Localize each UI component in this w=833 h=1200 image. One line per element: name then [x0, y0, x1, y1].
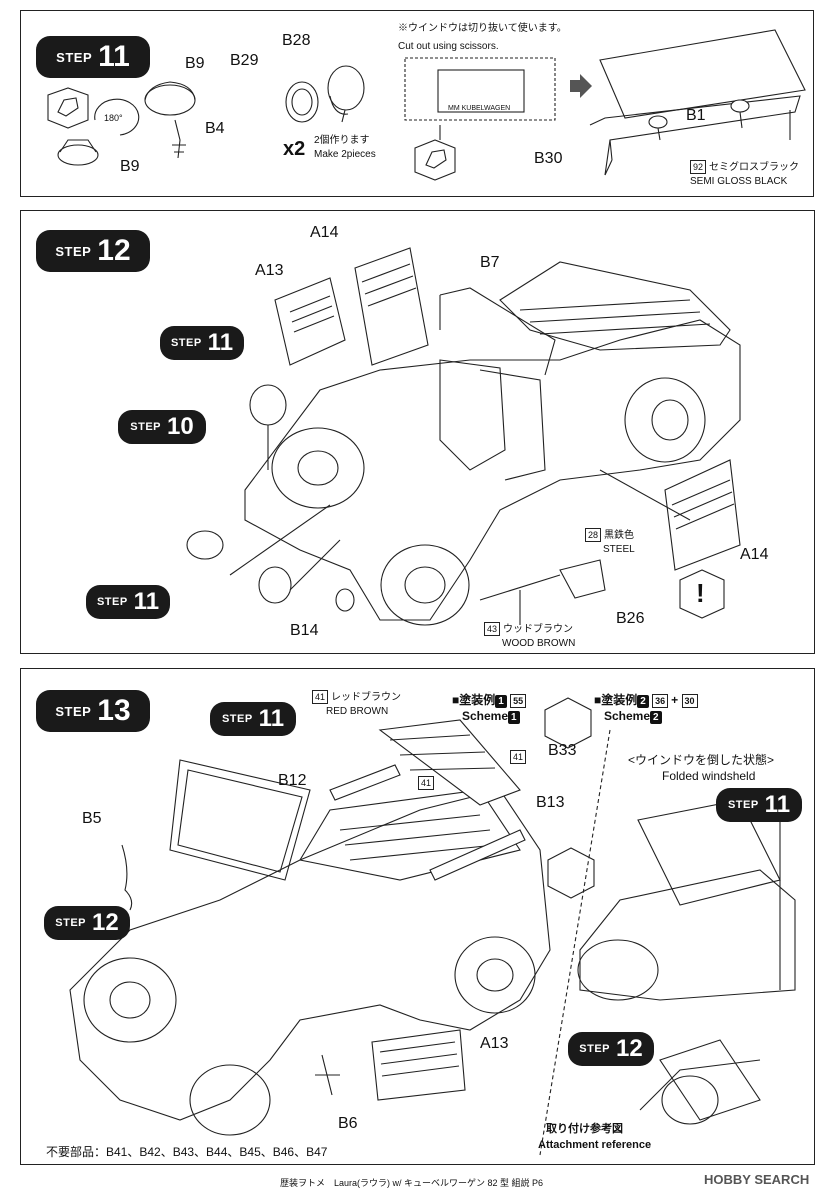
paint-tag-41-a: 41 — [510, 750, 529, 765]
paint-tag-41-b: 41 — [418, 776, 437, 791]
attachment-reference-jp: 取り付け参考図 — [546, 1123, 623, 1135]
part-label-b9-top: B9 — [185, 55, 205, 72]
folded-windshield-en: Folded windsheld — [662, 769, 756, 783]
paint-name-jp: セミグロスブラック — [709, 162, 800, 173]
warning-icon: ! — [696, 578, 705, 608]
window-printed-text: MM KUBELWAGEN — [448, 105, 511, 112]
part-label-b4: B4 — [205, 120, 225, 137]
part-label-b28: B28 — [282, 32, 311, 49]
cut-note-en: Cut out using scissors. — [398, 41, 499, 52]
part-label-b7: B7 — [480, 254, 500, 271]
make-two-jp: 2個作ります — [314, 135, 370, 146]
x2-label: x2 — [283, 138, 306, 160]
part-label-b12: B12 — [278, 772, 307, 789]
red-brown-en: RED BROWN — [326, 705, 389, 717]
paint-number-92: 92 — [690, 160, 707, 174]
step-12-drawing — [186, 247, 741, 626]
step-11-drawing — [47, 29, 806, 181]
steel-name-jp: 黒鉄色 — [604, 530, 635, 541]
folded-windshield-jp: <ウインドウを倒した状態> — [628, 753, 775, 767]
part-label-b9-bottom: B9 — [120, 158, 140, 175]
page-footer: 歴装ヲトメ Laura(ラウラ) w/ キューベルワーゲン 82 型 組説 P6 — [280, 1178, 544, 1188]
part-label-b5: B5 — [82, 810, 102, 827]
part-label-b13: B13 — [536, 794, 565, 811]
red-brown-jp: レッドブラウン — [331, 692, 402, 703]
part-label-b29: B29 — [230, 52, 259, 69]
wood-name-en: WOOD BROWN — [502, 637, 576, 649]
attachment-reference-en: Attachment reference — [538, 1139, 652, 1151]
paint-number-41: 41 — [312, 690, 329, 704]
make-two-en: Make 2pieces — [314, 149, 376, 160]
part-label-b26: B26 — [616, 610, 645, 627]
cut-note-jp: ※ウインドウは切り抜いて使います。 — [398, 23, 567, 34]
part-label-b6: B6 — [338, 1115, 358, 1132]
steel-name-en: STEEL — [603, 543, 635, 555]
part-label-a14-top: A14 — [310, 224, 339, 241]
rotate-label: 180° — [104, 113, 123, 123]
part-label-a13: A13 — [255, 262, 284, 279]
part-label-b14: B14 — [290, 622, 319, 639]
part-label-b1: B1 — [686, 107, 706, 124]
wood-name-jp: ウッドブラウン — [503, 624, 574, 635]
paint-number-43: 43 — [484, 622, 501, 636]
paint-name-en: SEMI GLOSS BLACK — [690, 175, 788, 187]
unused-parts-list: 不要部品：B41、B42、B43、B44、B45、B46、B47 — [46, 1145, 328, 1159]
part-label-a13: A13 — [480, 1035, 509, 1052]
part-label-a14-right: A14 — [740, 546, 769, 563]
part-label-b33: B33 — [548, 742, 577, 759]
hobby-search-watermark: HOBBY SEARCH — [704, 1172, 810, 1187]
part-label-b30: B30 — [534, 150, 563, 167]
paint-number-28: 28 — [585, 528, 602, 542]
